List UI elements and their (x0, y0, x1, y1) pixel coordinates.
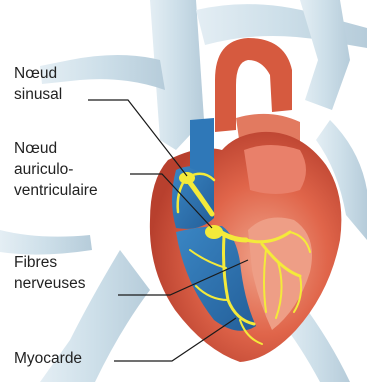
label-line: auriculo- (14, 159, 98, 180)
label-line: Nœud (14, 138, 98, 159)
label-sinoatrial-node: Nœud sinusal (14, 63, 62, 105)
label-nerve-fibers: Fibres nerveuses (14, 252, 86, 294)
right-top-vessel (300, 0, 350, 110)
label-line: Fibres (14, 252, 86, 273)
left-atrium (244, 145, 306, 194)
label-line: sinusal (14, 84, 62, 105)
label-av-node: Nœud auriculo- ventriculaire (14, 138, 98, 201)
label-line: nerveuses (14, 273, 86, 294)
lower-left-vessel (0, 230, 92, 255)
label-line: Myocarde (14, 348, 82, 369)
sinoatrial-node (179, 172, 195, 184)
label-line: Nœud (14, 63, 62, 84)
superior-vena-inflow (190, 118, 214, 176)
av-node (205, 225, 223, 239)
label-myocardium: Myocarde (14, 348, 82, 369)
label-line: ventriculaire (14, 180, 98, 201)
